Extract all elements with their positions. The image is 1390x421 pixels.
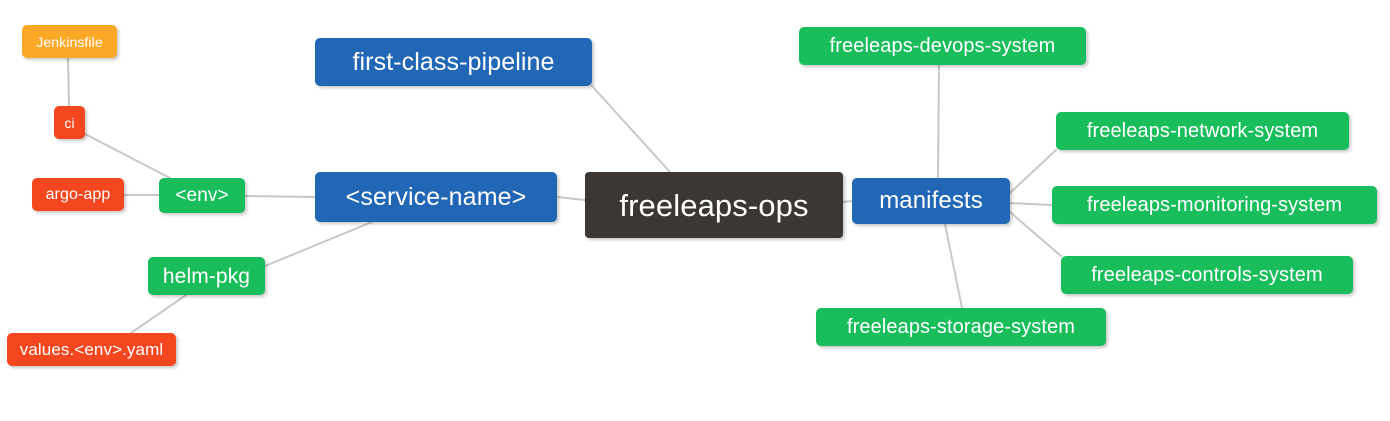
node-label: freeleaps-ops	[619, 187, 809, 223]
edge-freeleaps-ops-to-manifests	[842, 200, 853, 203]
edge-manifests-to-freeleaps-network-system	[1009, 149, 1057, 194]
node-label: freeleaps-storage-system	[846, 316, 1076, 338]
edge-first-class-pipeline-to-freeleaps-ops	[591, 85, 671, 173]
edge-env-to-service-name	[244, 195, 316, 198]
edge-ci-to-env	[84, 133, 171, 179]
mindmap-node-service-name[interactable]: <service-name>	[315, 172, 557, 222]
node-label: ci	[64, 114, 75, 131]
edge-manifests-to-freeleaps-devops-system	[937, 64, 940, 179]
node-label: first-class-pipeline	[352, 47, 555, 76]
mindmap-node-freeleaps-controls-system[interactable]: freeleaps-controls-system	[1061, 256, 1353, 294]
edge-jenkinsfile-to-ci	[67, 57, 70, 107]
mindmap-node-argo-app[interactable]: argo-app	[32, 178, 124, 211]
node-label: <service-name>	[345, 182, 527, 211]
edge-service-name-to-freeleaps-ops	[556, 196, 586, 201]
edge-manifests-to-freeleaps-monitoring-system	[1009, 202, 1053, 206]
mindmap-node-first-class-pipeline[interactable]: first-class-pipeline	[315, 38, 592, 86]
node-label: freeleaps-monitoring-system	[1086, 194, 1342, 216]
node-label: freeleaps-controls-system	[1091, 264, 1323, 286]
mindmap-node-env[interactable]: <env>	[159, 178, 245, 213]
node-label: Jenkinsfile	[36, 33, 103, 50]
edge-manifests-to-freeleaps-storage-system	[944, 223, 963, 309]
mindmap-node-freeleaps-network-system[interactable]: freeleaps-network-system	[1056, 112, 1349, 150]
node-label: manifests	[879, 187, 983, 214]
edge-helm-pkg-to-service-name	[264, 221, 373, 267]
node-label: argo-app	[45, 185, 111, 203]
node-label: helm-pkg	[162, 264, 251, 288]
node-label: freeleaps-devops-system	[829, 35, 1056, 57]
node-label: <env>	[175, 185, 229, 206]
mindmap-node-freeleaps-ops[interactable]: freeleaps-ops	[585, 172, 843, 238]
mindmap-node-helm-pkg[interactable]: helm-pkg	[148, 257, 265, 295]
node-label: values.<env>.yaml	[19, 340, 164, 359]
node-label: freeleaps-network-system	[1086, 120, 1319, 142]
edge-values-env-yaml-to-helm-pkg	[130, 294, 187, 334]
mindmap-node-ci[interactable]: ci	[54, 106, 85, 139]
mindmap-node-freeleaps-devops-system[interactable]: freeleaps-devops-system	[799, 27, 1086, 65]
mindmap-node-jenkinsfile[interactable]: Jenkinsfile	[22, 25, 117, 58]
mindmap-node-manifests[interactable]: manifests	[852, 178, 1010, 224]
mindmap-node-freeleaps-storage-system[interactable]: freeleaps-storage-system	[816, 308, 1106, 346]
mindmap-node-values-env-yaml[interactable]: values.<env>.yaml	[7, 333, 176, 366]
mindmap-node-freeleaps-monitoring-system[interactable]: freeleaps-monitoring-system	[1052, 186, 1377, 224]
